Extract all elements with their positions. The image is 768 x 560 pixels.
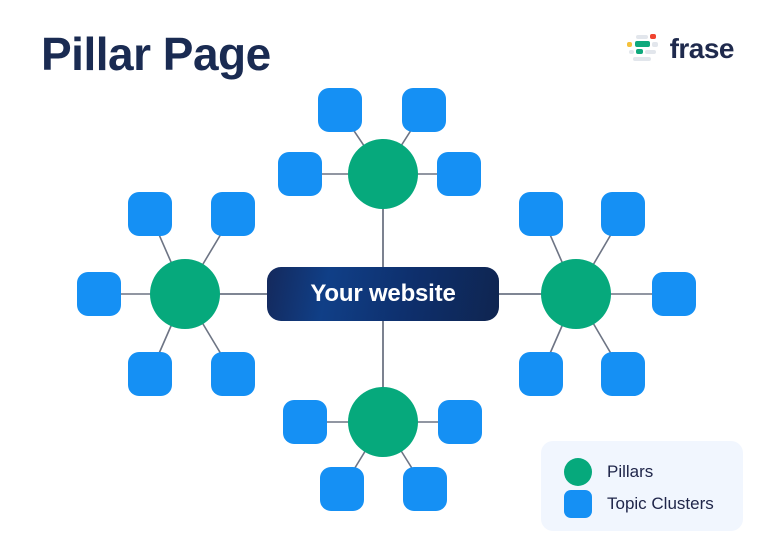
hub-node-your-website[interactable]: Your website [267,267,499,321]
brand-name: frase [669,33,735,64]
topic-cluster-node[interactable] [402,88,446,132]
topic-cluster-node[interactable] [437,152,481,196]
topic-cluster-node[interactable] [320,467,364,511]
topic-cluster-node[interactable] [211,192,255,236]
page-title: Pillar Page [41,28,271,80]
topic-cluster-node[interactable] [601,352,645,396]
frase-logo-icon [626,34,659,64]
topic-cluster-node[interactable] [519,192,563,236]
topic-cluster-node[interactable] [278,152,322,196]
legend-item-topic-clusters: Topic Clusters [564,490,714,518]
legend-swatch-square-icon [564,490,592,518]
pillar-node-right-pillar[interactable] [541,259,611,329]
topic-cluster-node[interactable] [128,192,172,236]
hub-label: Your website [310,280,456,307]
legend-label-topic-clusters: Topic Clusters [607,494,714,513]
topic-cluster-node[interactable] [128,352,172,396]
legend-label-pillars: Pillars [607,462,654,481]
topic-cluster-node[interactable] [211,352,255,396]
topic-cluster-node[interactable] [318,88,362,132]
legend-item-pillars: Pillars [564,458,653,486]
topic-cluster-node[interactable] [519,352,563,396]
topic-cluster-node[interactable] [438,400,482,444]
pillar-node-left-pillar[interactable] [150,259,220,329]
topic-cluster-node[interactable] [77,272,121,316]
pillar-node-top-pillar[interactable] [348,139,418,209]
brand-logo: frase [626,33,735,64]
topic-cluster-node[interactable] [283,400,327,444]
topic-cluster-node[interactable] [601,192,645,236]
legend-swatch-circle-icon [564,458,592,486]
topic-cluster-node[interactable] [652,272,696,316]
pillar-node-bottom-pillar[interactable] [348,387,418,457]
topic-cluster-node[interactable] [403,467,447,511]
legend: Pillars Topic Clusters [541,441,743,531]
